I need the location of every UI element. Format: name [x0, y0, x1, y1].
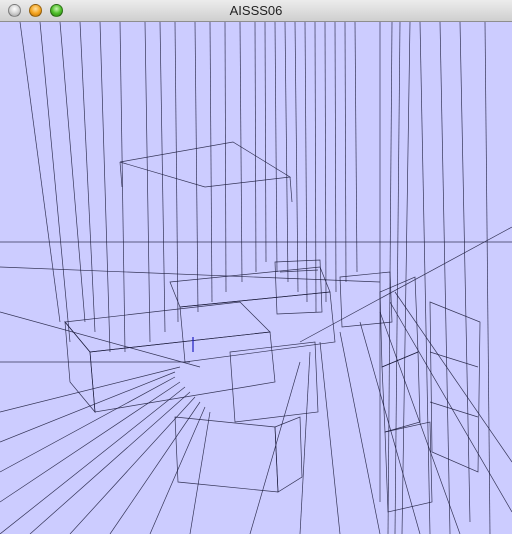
3d-viewport[interactable]	[0, 22, 512, 534]
minimize-icon[interactable]	[29, 4, 42, 17]
zoom-icon[interactable]	[50, 4, 63, 17]
close-icon[interactable]	[8, 4, 21, 17]
wireframe-scene	[0, 22, 512, 534]
window-title: AISSS06	[229, 3, 283, 18]
title-bar[interactable]: AISSS06	[0, 0, 512, 22]
wireframe-lines	[0, 22, 512, 534]
